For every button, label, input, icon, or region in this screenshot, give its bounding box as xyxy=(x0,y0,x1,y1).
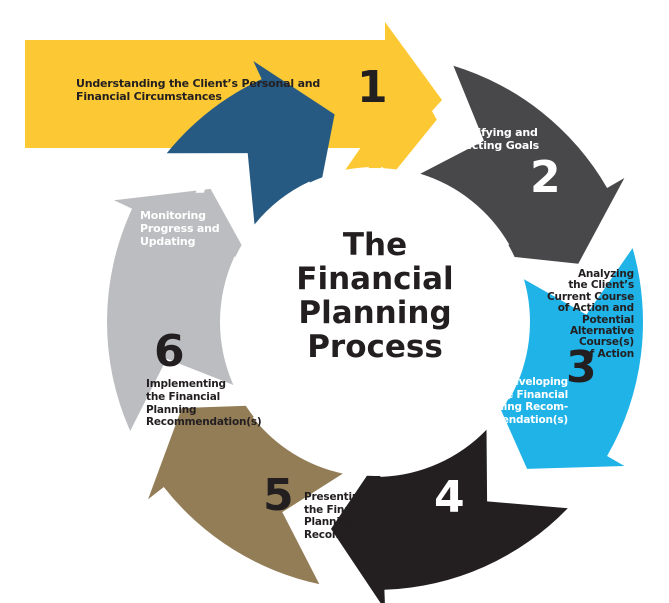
diagram-title: The Financial Planning Process xyxy=(296,227,454,365)
step-1-number: 1 xyxy=(357,62,388,113)
step-5-number: 5 xyxy=(263,470,294,521)
step-1-arrow-segment xyxy=(323,34,437,188)
step-7-label: Monitoring Progress and Updating xyxy=(140,209,220,248)
step-3-number: 3 xyxy=(566,342,597,393)
step-3-label: Analyzing the Client’s Current Course of… xyxy=(547,268,634,360)
step-2-number: 2 xyxy=(530,152,561,203)
step-1-label: Understanding the Client’s Personal and … xyxy=(76,77,321,103)
step-4-label: Developing the Financial Planning Recom-… xyxy=(471,376,568,426)
step-4-arrow-segment xyxy=(331,429,568,603)
step-5-arrow-segment xyxy=(148,405,343,585)
step-6-arrow-segment xyxy=(107,188,253,431)
step-4-number: 4 xyxy=(434,472,465,523)
step-6-label: Implementing the Financial Planning Reco… xyxy=(146,378,262,429)
step-5-label: Presenting the Financial Planning Recomm… xyxy=(304,491,420,541)
step-7-number: 7 xyxy=(189,153,220,204)
center-circle xyxy=(221,168,529,476)
step-2-arrow-segment xyxy=(420,65,625,264)
step-3-arrow-segment xyxy=(491,248,643,469)
step-2-label: Identifying and Selecting Goals xyxy=(446,126,540,152)
step-7-arrow-segment xyxy=(166,61,335,225)
step-6-number: 6 xyxy=(154,326,185,377)
